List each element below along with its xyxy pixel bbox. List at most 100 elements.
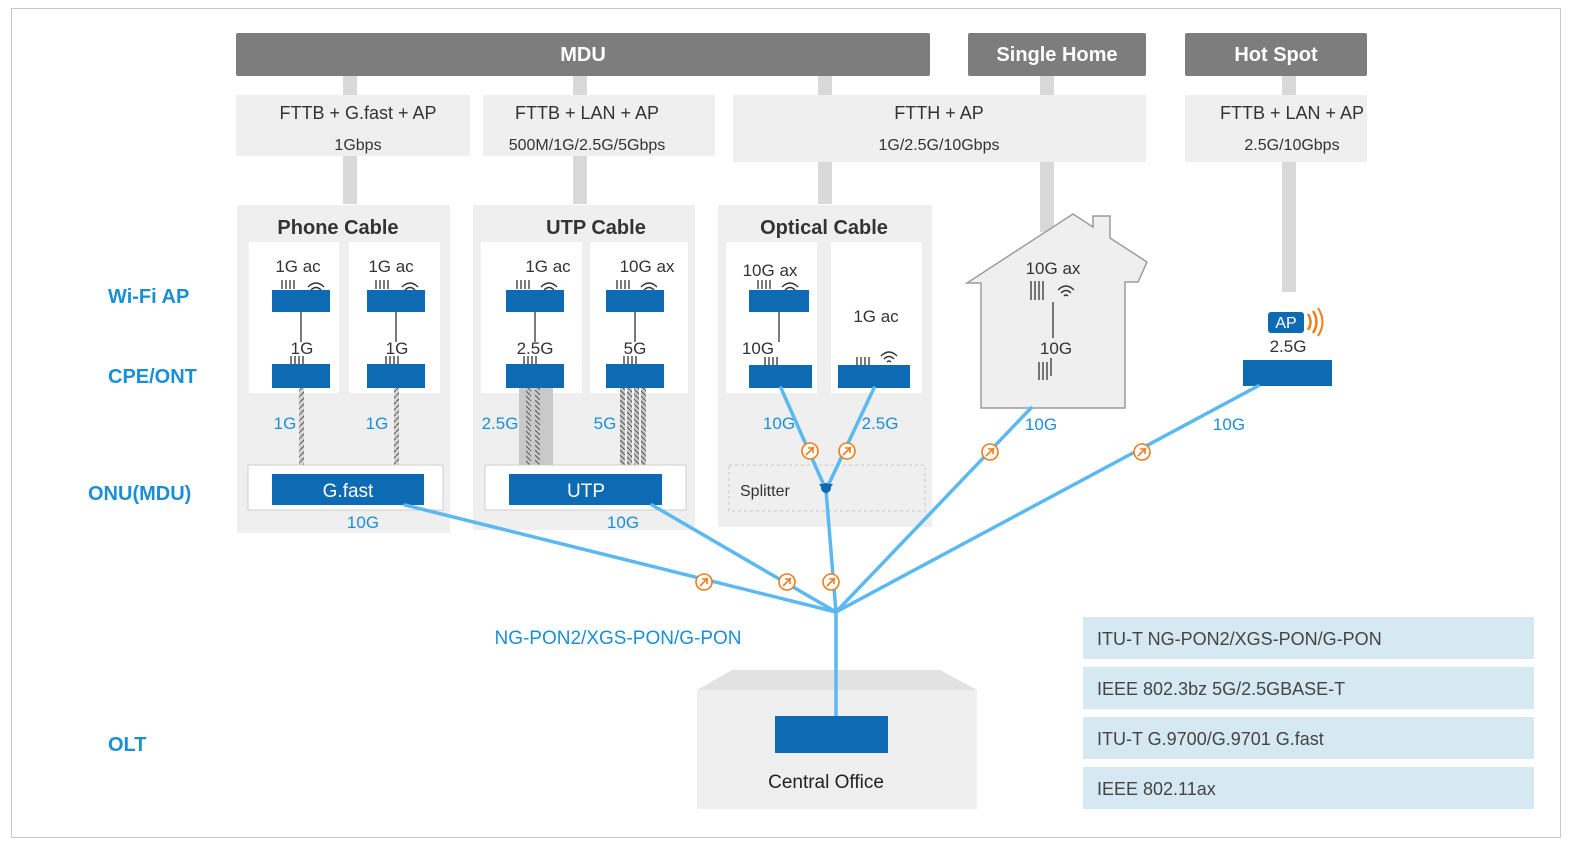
service-name: FTTB + LAN + AP (515, 103, 659, 123)
service-name: FTTH + AP (894, 103, 984, 123)
connector-stub (1282, 162, 1296, 292)
wireless-signal-icon (1306, 307, 1324, 337)
row-label-cpe-ont: CPE/ONT (108, 366, 197, 388)
uplink-speed-label: 10G (607, 513, 639, 532)
standard-item-label: ITU-T NG-PON2/XGS-PON/G-PON (1097, 629, 1382, 649)
cpe-label: 5G (624, 339, 647, 358)
fiber-connector-icon (778, 573, 796, 591)
cpe-label: 10G (1040, 339, 1072, 358)
standard-item-label: ITU-T G.9700/G.9701 G.fast (1097, 729, 1324, 749)
service-speed: 1G/2.5G/10Gbps (879, 137, 1000, 154)
service-name: FTTB + LAN + AP (1220, 103, 1364, 123)
link-speed-label: 10G (1025, 415, 1057, 434)
row-label-olt: OLT (108, 734, 147, 756)
cpe-device-icon (506, 356, 564, 388)
row-label-onu-mdu: ONU(MDU) (88, 483, 191, 505)
mdu-header-bar (236, 33, 930, 76)
fiber-connector-icon (695, 573, 713, 591)
service-name: FTTB + G.fast + AP (279, 103, 436, 123)
cpe-label: 1G (386, 339, 409, 358)
wifi-ap-device-icon (272, 280, 330, 312)
phone-cable-line (299, 388, 304, 476)
fiber-connector-icon (838, 442, 856, 460)
cpe-label: 2.5G (517, 339, 554, 358)
home-ap-device-icon (1030, 281, 1075, 300)
link-speed-label: 10G (1213, 415, 1245, 434)
cpe-device-icon (367, 356, 425, 388)
central-office-label: Central Office (768, 772, 884, 793)
cpe-label: 1G (291, 339, 314, 358)
cpe-device-icon (606, 356, 664, 388)
gfast-onu-device (272, 474, 424, 505)
utp-cable-line (627, 388, 632, 476)
fiber-connector-icon (822, 573, 840, 591)
ap-label: 1G ac (368, 257, 414, 276)
service-speed: 2.5G/10Gbps (1244, 137, 1339, 154)
utp-cable-line (535, 388, 540, 476)
phone-cable-line (394, 388, 399, 476)
fiber-link-utp (650, 503, 838, 614)
splitter-label: Splitter (740, 483, 790, 500)
row-label-wifi-ap: Wi-Fi AP (108, 286, 189, 308)
fiber-link-splitter (824, 488, 838, 614)
optical-cable-title: Optical Cable (760, 217, 888, 239)
cpe-label: 10G (742, 339, 774, 358)
uplink-speed-label: 10G (347, 513, 379, 532)
ap-label: 1G ac (525, 257, 571, 276)
single-home-header-bar (968, 33, 1146, 76)
connector-stub (1040, 162, 1054, 232)
connector-stub (818, 76, 832, 95)
connector-stub (573, 76, 587, 95)
connector-stub (343, 156, 357, 204)
connector-stub (1040, 76, 1054, 95)
splitter-box (728, 464, 926, 512)
connector-stub (573, 156, 587, 204)
fiber-link-ont-2 (824, 386, 876, 492)
fiber-link-hotspot (834, 384, 1260, 614)
fiber-connector-icon (981, 443, 999, 461)
hotspot-ap-badge-label: AP (1275, 315, 1296, 332)
ap-label: 10G ax (620, 257, 675, 276)
service-box-fttb-lan (483, 95, 715, 156)
diagram-frame (11, 8, 1561, 838)
standard-item-label: IEEE 802.11ax (1097, 779, 1216, 799)
wifi-ap-device-icon (606, 280, 664, 312)
ap-label: 1G ac (853, 307, 899, 326)
mdu-header-label: MDU (560, 44, 606, 66)
connector-stub (818, 162, 832, 204)
ap-label: 10G ax (1026, 259, 1081, 278)
service-box-fttb-gfast (236, 95, 470, 156)
service-box-ftth (733, 95, 1146, 162)
pon-label: NG-PON2/XGS-PON/G-PON (494, 628, 741, 649)
standard-item (1083, 767, 1534, 809)
connector-stub (343, 76, 357, 95)
cpe-label: 2.5G (1270, 337, 1307, 356)
standard-item-label: IEEE 802.3bz 5G/2.5GBASE-T (1097, 679, 1345, 699)
fiber-link-home (834, 406, 1033, 614)
utp-cable-line (641, 388, 646, 476)
gfast-onu-label: G.fast (323, 481, 374, 502)
hot-spot-header-bar (1185, 33, 1367, 76)
service-box-hotspot (1185, 95, 1367, 162)
standard-item (1083, 667, 1534, 709)
link-speed-label: 2.5G (482, 414, 519, 433)
utp-onu-label: UTP (567, 481, 605, 502)
wifi-ap-device-icon (506, 280, 564, 312)
fiber-link-ont-1 (779, 386, 828, 492)
splitter-node-icon (821, 483, 831, 493)
standard-item (1083, 717, 1534, 759)
olt-device (775, 716, 888, 753)
ont-ap-device-icon (838, 351, 910, 388)
hot-spot-header-label: Hot Spot (1234, 44, 1318, 66)
ap-label: 10G ax (743, 261, 798, 280)
fiber-link-gfast (403, 503, 838, 614)
standard-item (1083, 617, 1534, 659)
utp-cable-line (526, 388, 531, 476)
single-home-header-label: Single Home (996, 44, 1117, 66)
fiber-connector-icon (801, 442, 819, 460)
ont-device-icon (749, 357, 812, 388)
wifi-ap-device-icon (749, 280, 809, 312)
connector-stub (1282, 76, 1296, 95)
link-speed-label: 2.5G (862, 414, 899, 433)
